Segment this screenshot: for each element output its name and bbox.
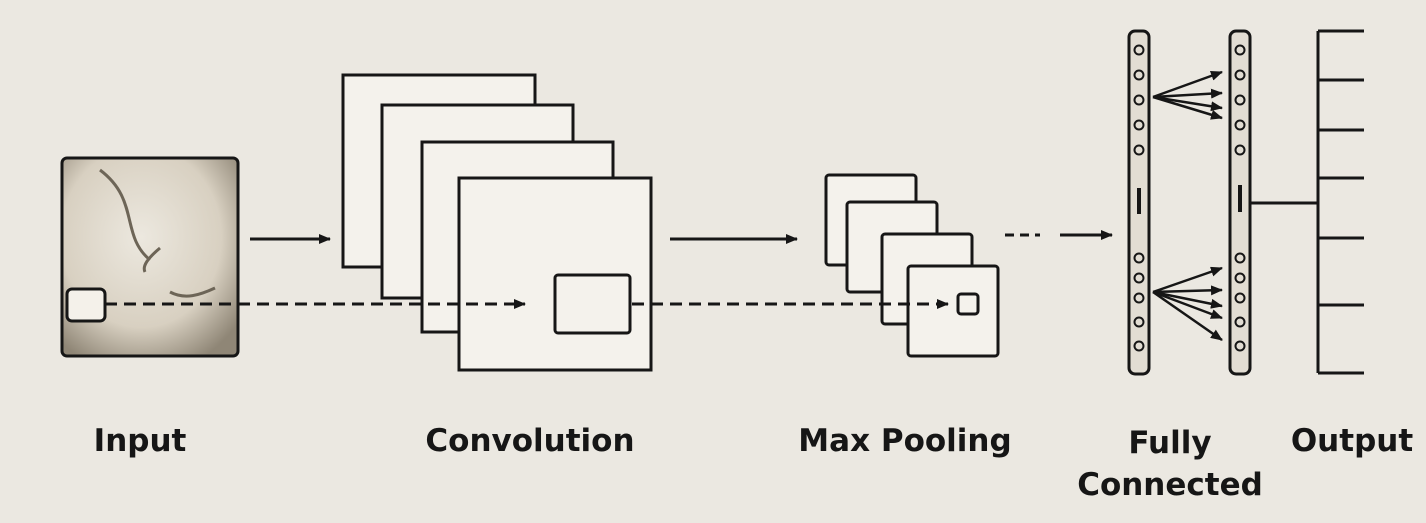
label-fully-connected-line1: Fully	[1128, 425, 1212, 461]
fc-neuron	[1133, 144, 1145, 156]
max-pooling-maps	[824, 173, 1000, 358]
fc-connection-arrow	[1152, 70, 1223, 99]
label-input: Input	[93, 423, 187, 459]
fc-connection-arrow	[1152, 290, 1223, 309]
fc-connection-arrow	[1152, 285, 1223, 296]
label-convolution: Convolution	[425, 423, 635, 459]
pool-map-4	[906, 264, 1000, 358]
fc-neuron	[1234, 252, 1246, 264]
fc-neuron	[1234, 94, 1246, 106]
input-image	[60, 156, 240, 358]
fc-connection-arrow	[1152, 266, 1223, 294]
label-fully-connected-line2: Connected	[1077, 467, 1263, 503]
fc-neuron	[1234, 144, 1246, 156]
fc-neuron	[1234, 340, 1246, 352]
fc-connection-arrow	[1152, 290, 1223, 342]
fc-connection-arrow	[1152, 88, 1223, 99]
fc-neuron	[1133, 292, 1145, 304]
fully-connected-layers	[1127, 29, 1252, 376]
fc-neuron	[1133, 94, 1145, 106]
fc-neuron	[1234, 316, 1246, 328]
convolution-feature-maps	[341, 73, 653, 372]
fc-neuron	[1234, 119, 1246, 131]
fc-neuron	[1234, 69, 1246, 81]
fc-neuron	[1133, 69, 1145, 81]
fc-neuron	[1133, 44, 1145, 56]
fc-connection-arrow	[1152, 290, 1223, 320]
fc-neuron	[1133, 340, 1145, 352]
fc-neuron	[1133, 119, 1145, 131]
fc-connection-arrow	[1152, 95, 1223, 112]
pool-receptive-field	[956, 292, 980, 316]
fc-connection-arrow	[1152, 95, 1223, 120]
input-sketch-strokes	[99, 168, 216, 298]
fc-neuron	[1234, 44, 1246, 56]
label-max-pooling: Max Pooling	[798, 423, 1012, 459]
conv-receptive-field	[553, 273, 632, 335]
output-bracket	[1250, 29, 1364, 375]
fc-neuron	[1133, 252, 1145, 264]
input-receptive-field	[65, 287, 107, 323]
fc-neuron	[1234, 292, 1246, 304]
fc-neuron	[1133, 272, 1145, 284]
label-output: Output	[1290, 423, 1414, 459]
fc-neuron	[1234, 272, 1246, 284]
fc-neuron	[1133, 316, 1145, 328]
